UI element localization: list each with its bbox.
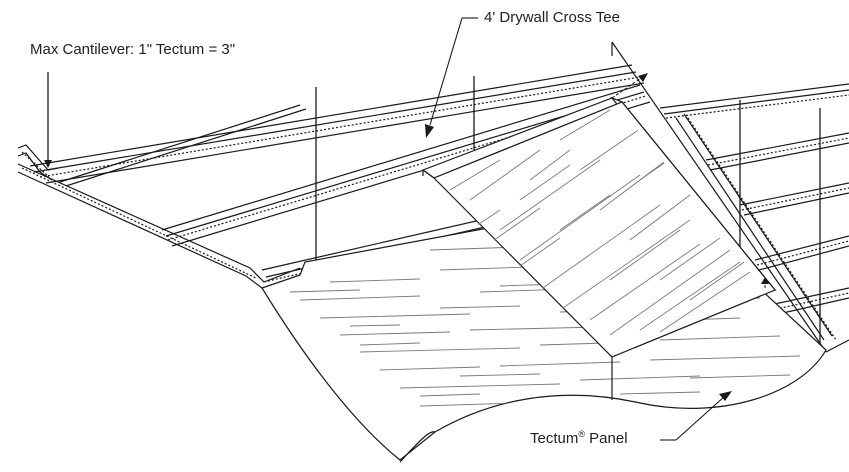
tectum-panel-label-suffix: Panel — [585, 430, 628, 447]
leader-panel — [660, 395, 726, 441]
leader-panel-arrow-icon — [719, 391, 732, 401]
main-runner-back — [29, 64, 645, 187]
tectum-panel-lifted — [421, 73, 777, 358]
main-runners-right — [659, 83, 849, 316]
lift-arrow-icon — [761, 277, 769, 284]
hanger-arrow-icon — [44, 160, 52, 168]
leader-cross-tee — [429, 17, 478, 126]
panel-edge-curve — [399, 431, 436, 463]
lift-arrow-icon — [638, 73, 648, 82]
registered-mark: ® — [578, 429, 585, 439]
tectum-panel-label: Tectum® Panel — [530, 429, 628, 447]
drywall-cross-tee — [611, 41, 849, 353]
tectum-panel-installed — [261, 204, 827, 461]
leader-cross-tee-arrow-icon — [425, 124, 434, 138]
drywall-cross-tee-label: 4' Drywall Cross Tee — [484, 9, 620, 26]
tectum-panel-label-name: Tectum — [530, 430, 579, 447]
max-cantilever-label: Max Cantilever: 1" Tectum = 3" — [30, 41, 236, 58]
